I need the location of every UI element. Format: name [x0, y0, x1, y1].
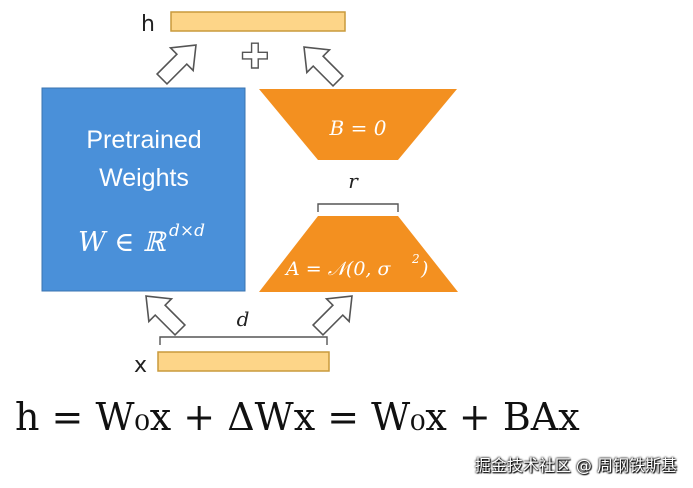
input-label: x	[134, 353, 147, 378]
matrix-b-label: B = 0	[329, 116, 387, 140]
pretrained-weights-block	[41, 87, 246, 292]
output-label: h	[141, 12, 155, 37]
matrix-a-block	[259, 216, 458, 292]
matrix-a-sup: 2	[411, 252, 420, 266]
input-bar	[157, 351, 330, 372]
output-bar	[170, 11, 346, 32]
pretrained-formula-sup: d×d	[169, 221, 205, 241]
pretrained-formula: W ∈ ℝ	[78, 227, 167, 258]
matrix-b-block	[259, 89, 457, 160]
rank-brace	[317, 203, 399, 212]
rank-label: r	[348, 169, 359, 193]
up-arrow-left-icon	[155, 44, 197, 86]
plus-icon: ✚	[241, 37, 270, 77]
pretrained-line1: Pretrained	[86, 126, 201, 154]
pretrained-line2: Weights	[99, 164, 189, 192]
up-arrow-into-pretrained-icon	[145, 295, 187, 337]
watermark: 掘金技术社区 @ 周钢铁斯基	[474, 456, 677, 475]
up-arrow-into-a-icon	[311, 295, 353, 337]
dim-label: d	[237, 307, 250, 331]
up-arrow-right-icon	[303, 46, 345, 88]
lora-equation: h = W₀x + ΔWx = W₀x + BAx	[15, 395, 580, 439]
dim-brace	[159, 336, 328, 345]
matrix-a-label: A = 𝒩(0, σ	[284, 258, 392, 280]
matrix-a-close: )	[420, 258, 428, 280]
